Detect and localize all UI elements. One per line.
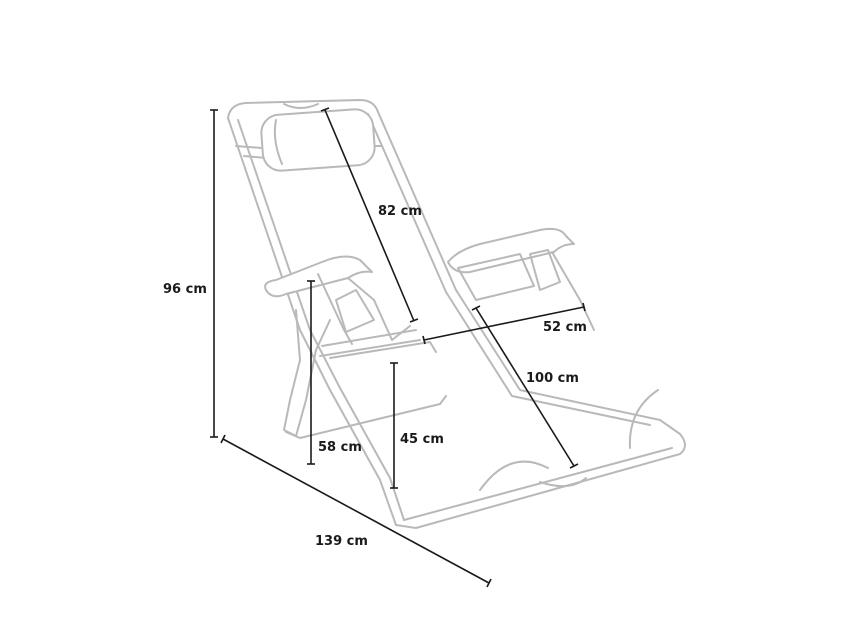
- footrest-inner: [403, 447, 673, 521]
- front-lower-frame: [285, 329, 447, 439]
- dim-height-total: [210, 109, 218, 438]
- right-armrest-support: [529, 249, 595, 331]
- left-leg-front: [283, 309, 331, 437]
- backrest-top-curve: [283, 103, 319, 109]
- label-height-total: 96 cm: [163, 282, 207, 297]
- dim-total-length: [220, 434, 492, 588]
- right-rail-inner: [367, 113, 651, 426]
- footrest-bottom-edge: [539, 477, 587, 488]
- footrest-corner-curve: [628, 389, 659, 449]
- backrest-top: [227, 99, 379, 119]
- left-rail: [227, 117, 397, 526]
- dim-seat-height: [390, 362, 398, 489]
- label-seat-height: 45 cm: [400, 432, 444, 447]
- dimension-labels: 96 cm 82 cm 52 cm 100 cm 58 cm 45 cm 139…: [163, 204, 587, 549]
- label-total-length: 139 cm: [315, 534, 368, 549]
- dimension-lines: [210, 107, 586, 588]
- right-armrest-box: [457, 253, 535, 301]
- label-armrest-height: 58 cm: [318, 440, 362, 455]
- dim-backrest-length: [320, 107, 419, 323]
- dim-seat-width: [422, 302, 586, 345]
- left-rail-inner: [237, 119, 405, 521]
- headrest-seam: [273, 119, 283, 165]
- footrest-frame: [395, 433, 686, 529]
- dim-seat-length: [471, 305, 579, 469]
- dim-armrest-height: [307, 280, 315, 465]
- seat-cross: [329, 341, 437, 359]
- label-backrest-length: 82 cm: [378, 204, 422, 219]
- right-armrest: [447, 227, 575, 274]
- headrest-pillow: [260, 108, 376, 172]
- chair-illustration: [227, 99, 686, 529]
- footrest-bottom-curve: [479, 460, 549, 491]
- right-rail: [377, 111, 681, 435]
- label-seat-width: 52 cm: [543, 320, 587, 335]
- label-seat-length: 100 cm: [526, 371, 579, 386]
- left-armrest-box: [335, 289, 375, 333]
